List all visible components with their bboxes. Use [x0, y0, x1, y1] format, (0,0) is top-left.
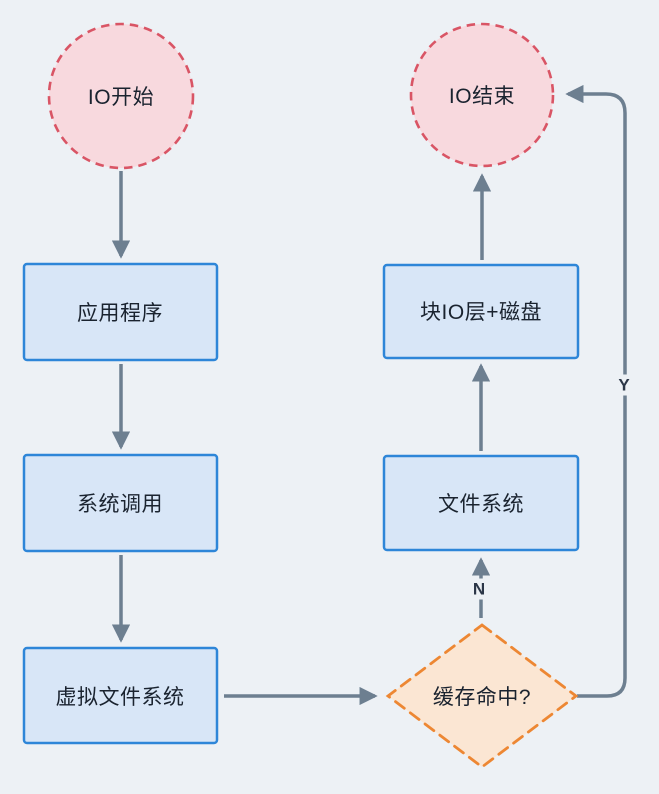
node-label-filesystem: 文件系统	[438, 493, 524, 516]
node-label-cache: 缓存命中?	[432, 686, 532, 709]
node-label-application: 应用程序	[77, 302, 163, 325]
node-label-start: IO开始	[87, 86, 155, 109]
edge-label-n: N	[469, 578, 489, 600]
node-end-circle	[409, 22, 555, 168]
node-label-end: IO结束	[448, 85, 516, 108]
edge-cache-to-end-y	[565, 84, 627, 698]
edge-label-y: Y	[615, 374, 633, 396]
node-blockio-box	[382, 263, 580, 360]
node-label-blockio: 块IO层+磁盘	[420, 301, 542, 324]
node-application-box	[22, 262, 219, 362]
node-syscall-box	[22, 453, 219, 553]
node-label-vfs: 虚拟文件系统	[55, 686, 185, 709]
node-filesystem-box	[382, 454, 580, 552]
node-vfs-box	[22, 646, 219, 745]
node-start-circle	[47, 22, 195, 170]
node-label-syscall: 系统调用	[77, 493, 163, 516]
node-cache-diamond	[385, 623, 579, 769]
